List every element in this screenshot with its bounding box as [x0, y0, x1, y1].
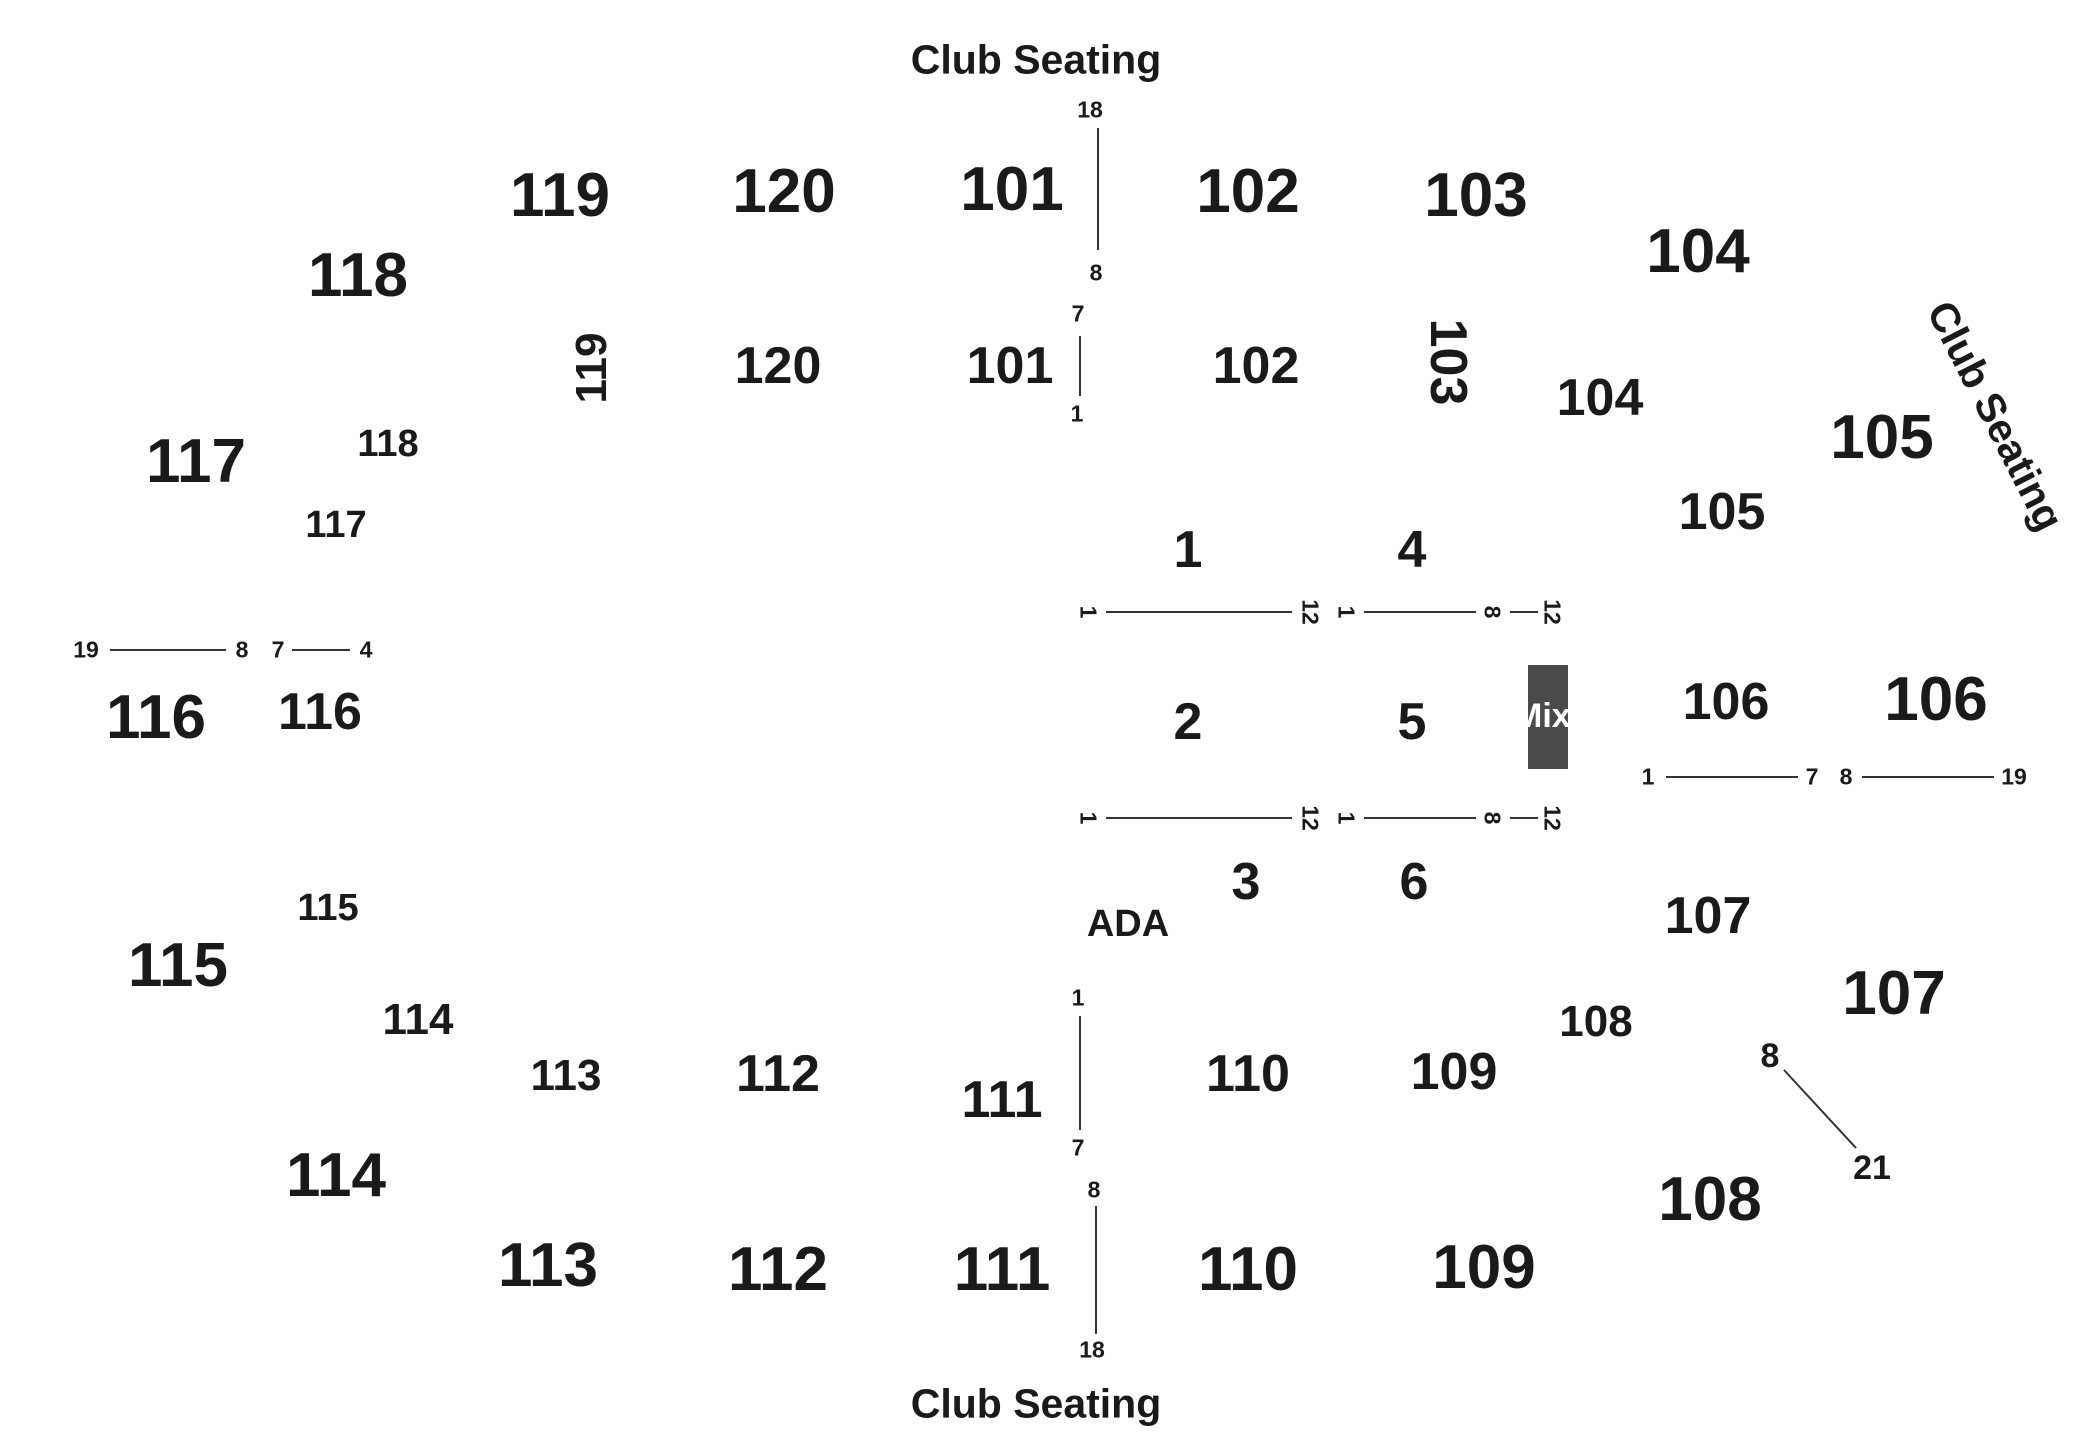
ada-section[interactable]: ADA	[1086, 903, 1170, 945]
row-line-diagonal	[1783, 1069, 1857, 1149]
row-marker: 19	[2001, 763, 2027, 790]
section-109-inner[interactable]: 109	[1410, 1043, 1498, 1101]
section-118-inner[interactable]: 118	[357, 423, 419, 465]
row-marker: 8	[1087, 1176, 1101, 1203]
mix-position: Mix	[1528, 665, 1568, 769]
row-marker: 1	[1641, 763, 1655, 790]
row-marker: 1	[1333, 605, 1360, 619]
row-marker: 19	[73, 636, 99, 663]
row-marker: 12	[1539, 805, 1566, 831]
row-marker: 12	[1539, 599, 1566, 625]
floor-section-4[interactable]: 4	[1397, 521, 1427, 579]
section-115-outer[interactable]: 115	[127, 931, 229, 1000]
club-seating-bottom[interactable]: Club Seating	[910, 1380, 1162, 1427]
section-107-inner[interactable]: 107	[1664, 887, 1752, 945]
section-103-outer[interactable]: 103	[1424, 161, 1528, 230]
section-111-inner[interactable]: 111	[961, 1071, 1043, 1129]
floor-section-6[interactable]: 6	[1399, 853, 1429, 911]
row-marker: 12	[1297, 805, 1324, 831]
section-103-inner[interactable]: 103	[1419, 318, 1477, 406]
section-105-outer[interactable]: 105	[1830, 403, 1934, 472]
row-marker: 1	[1075, 811, 1102, 825]
section-114-inner[interactable]: 114	[382, 995, 454, 1044]
section-101-inner[interactable]: 101	[966, 337, 1054, 395]
section-105-inner[interactable]: 105	[1678, 483, 1766, 541]
section-116-inner[interactable]: 116	[278, 683, 362, 741]
section-120-inner[interactable]: 120	[734, 337, 822, 395]
section-109-outer[interactable]: 109	[1432, 1233, 1536, 1302]
row-marker: 8	[235, 636, 249, 663]
section-117-inner[interactable]: 117	[305, 504, 367, 546]
row-marker: 1	[1333, 811, 1360, 825]
row-marker: 7	[1805, 763, 1819, 790]
row-marker: 8	[1479, 811, 1506, 825]
floor-section-3[interactable]: 3	[1231, 853, 1261, 911]
section-111-outer[interactable]: 111	[953, 1235, 1051, 1304]
row-marker: 7	[1071, 1134, 1085, 1161]
section-113-inner[interactable]: 113	[530, 1051, 602, 1100]
section-106-outer[interactable]: 106	[1884, 665, 1988, 734]
row-marker: 18	[1079, 1336, 1105, 1363]
section-101-outer[interactable]: 101	[960, 155, 1064, 224]
section-104-outer[interactable]: 104	[1646, 217, 1750, 286]
section-120-outer[interactable]: 120	[732, 157, 836, 226]
section-112-outer[interactable]: 112	[727, 1235, 829, 1304]
section-114-outer[interactable]: 114	[285, 1141, 387, 1210]
section-117-outer[interactable]: 117	[145, 427, 247, 496]
club-seating-top[interactable]: Club Seating	[910, 36, 1162, 83]
row-marker: 4	[359, 636, 373, 663]
section-110-outer[interactable]: 110	[1197, 1235, 1299, 1304]
row-marker: 8	[1479, 605, 1506, 619]
mix-label: Mix	[1528, 697, 1568, 735]
section-107-outer[interactable]: 107	[1842, 959, 1946, 1028]
row-marker: 8	[1839, 763, 1853, 790]
row-marker: 7	[1071, 300, 1085, 327]
section-110-inner[interactable]: 110	[1206, 1045, 1290, 1103]
row-marker: 1	[1070, 400, 1084, 427]
section-116-outer[interactable]: 116	[105, 683, 207, 752]
section-102-inner[interactable]: 102	[1212, 337, 1300, 395]
section-119-outer[interactable]: 119	[509, 161, 611, 230]
floor-section-2[interactable]: 2	[1173, 693, 1203, 751]
section-102-outer[interactable]: 102	[1196, 157, 1300, 226]
section-104-inner[interactable]: 104	[1556, 369, 1644, 427]
row-marker: 12	[1297, 599, 1324, 625]
row-marker: 8	[1089, 259, 1103, 286]
row-marker: 7	[271, 636, 285, 663]
section-106-inner[interactable]: 106	[1682, 673, 1770, 731]
section-115-inner[interactable]: 115	[297, 887, 359, 929]
row-marker: 8	[1760, 1037, 1780, 1075]
section-118-outer[interactable]: 118	[307, 241, 409, 310]
floor-section-1[interactable]: 1	[1173, 521, 1203, 579]
floor-section-5[interactable]: 5	[1397, 693, 1427, 751]
section-113-outer[interactable]: 113	[497, 1231, 599, 1300]
row-marker: 21	[1853, 1149, 1891, 1187]
section-119-inner[interactable]: 119	[567, 332, 616, 404]
section-112-inner[interactable]: 112	[736, 1045, 820, 1103]
row-marker: 1	[1071, 984, 1085, 1011]
section-108-inner[interactable]: 108	[1559, 997, 1633, 1046]
row-marker: 18	[1077, 96, 1103, 123]
row-marker: 1	[1075, 605, 1102, 619]
section-108-outer[interactable]: 108	[1658, 1165, 1762, 1234]
